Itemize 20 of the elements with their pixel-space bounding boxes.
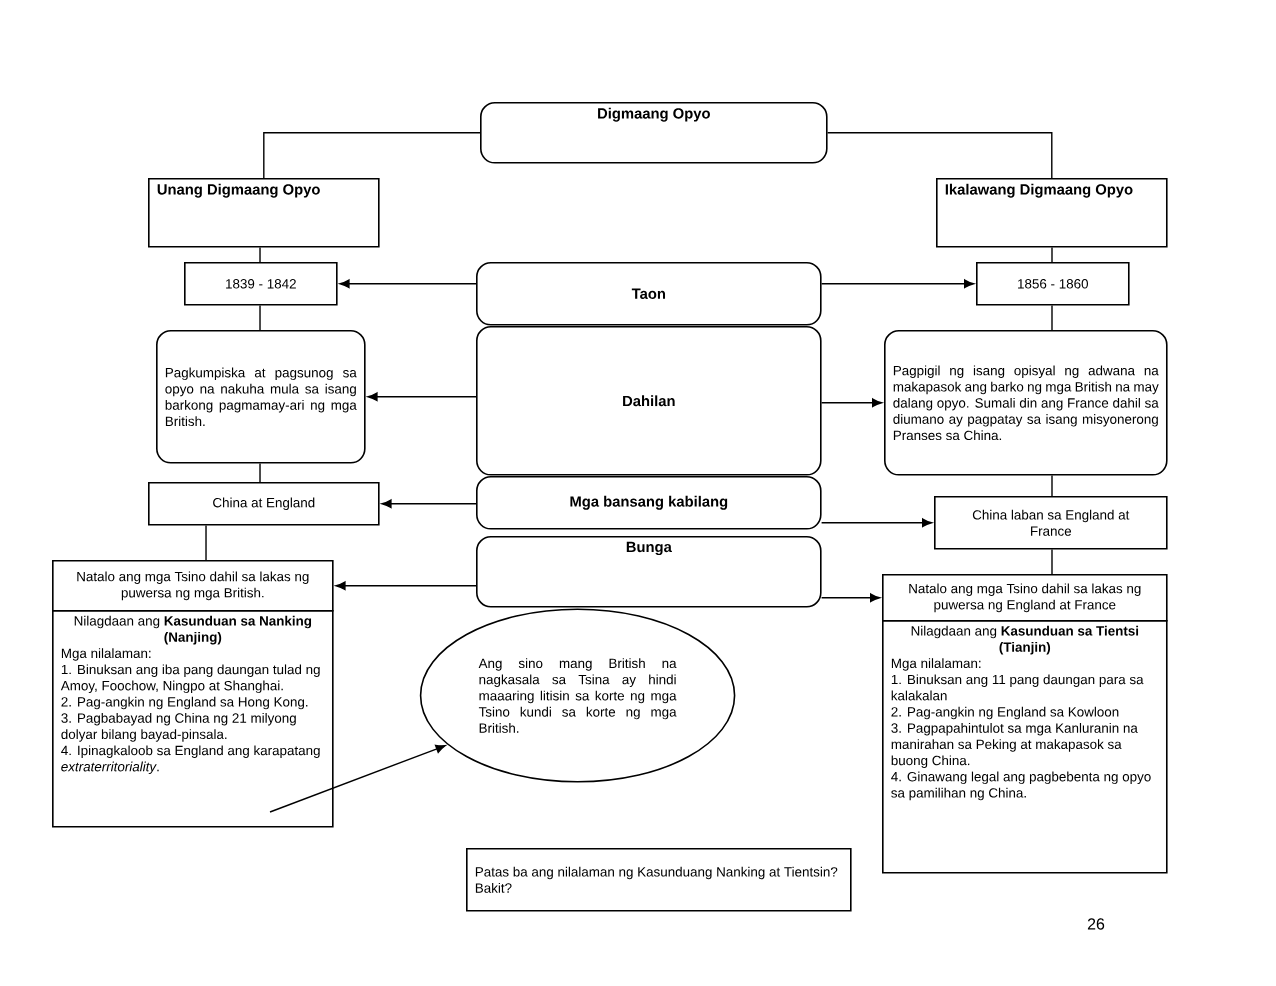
- connector-line: [259, 304, 261, 331]
- arrow: [367, 392, 477, 402]
- connector-line: [826, 132, 1053, 179]
- arrow: [381, 499, 477, 509]
- arrow: [820, 518, 933, 528]
- connector-line: [1051, 548, 1053, 575]
- arrow: [269, 744, 446, 813]
- arrow: [820, 279, 975, 289]
- connector-line: [1051, 246, 1053, 263]
- page-number: 26: [1087, 918, 1105, 930]
- connector-line: [205, 524, 207, 561]
- connector-line: [263, 132, 481, 179]
- arrow: [820, 398, 883, 408]
- connector-line: [1051, 304, 1053, 331]
- connector-line: [1051, 474, 1053, 497]
- arrow: [339, 279, 477, 289]
- connector-line: [259, 462, 261, 483]
- connector-line: [259, 246, 261, 263]
- arrow: [820, 593, 881, 603]
- arrow: [335, 581, 477, 591]
